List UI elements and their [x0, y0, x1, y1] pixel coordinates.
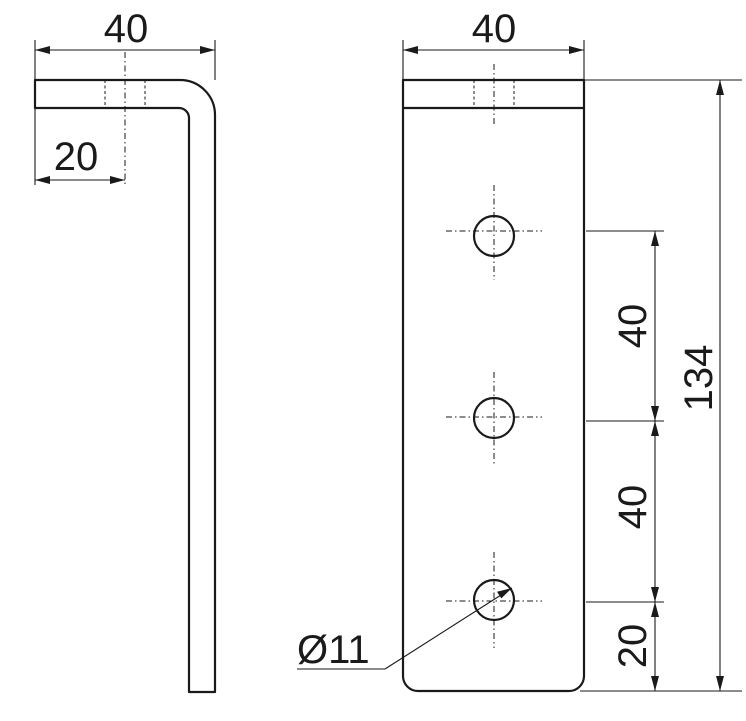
side-view-profile [33, 78, 217, 694]
side-width-arrow-right [200, 46, 215, 54]
diameter-leader-arrow [497, 588, 512, 599]
dim-bottom-arrow-bottom [651, 676, 659, 691]
front-width-label: 40 [472, 7, 517, 51]
dim-total-arrow-bottom [716, 676, 724, 691]
dim-total-arrow-top [716, 80, 724, 95]
side-view: 40 20 [33, 7, 217, 694]
hole-top [446, 185, 542, 280]
diameter-label: Ø11 [297, 628, 370, 672]
front-width-arrow-left [403, 46, 418, 54]
dim-upper-label: 40 [611, 304, 655, 349]
hole-middle-circle [472, 396, 516, 440]
side-offset-label: 20 [54, 135, 99, 179]
dim-lower-label: 40 [611, 485, 655, 530]
dim-bottom-label: 20 [611, 624, 655, 669]
side-offset-arrow-right [110, 176, 125, 184]
side-width-arrow-left [35, 46, 50, 54]
dim-upper-arrow-bottom [651, 406, 659, 421]
hole-middle [446, 372, 542, 465]
side-offset-arrow-left [35, 176, 50, 184]
side-width-label: 40 [104, 7, 149, 51]
dim-upper-arrow-top [651, 231, 659, 246]
front-view: 40 40 40 20 134 Ø11 [297, 7, 742, 693]
hole-bottom [446, 552, 542, 648]
front-width-arrow-right [569, 46, 584, 54]
dim-total-label: 134 [677, 345, 721, 412]
dim-lower-arrow-bottom [651, 587, 659, 602]
dim-bottom-arrow-top [651, 602, 659, 617]
dim-lower-arrow-top [651, 421, 659, 436]
diameter-leader-line [384, 587, 513, 670]
